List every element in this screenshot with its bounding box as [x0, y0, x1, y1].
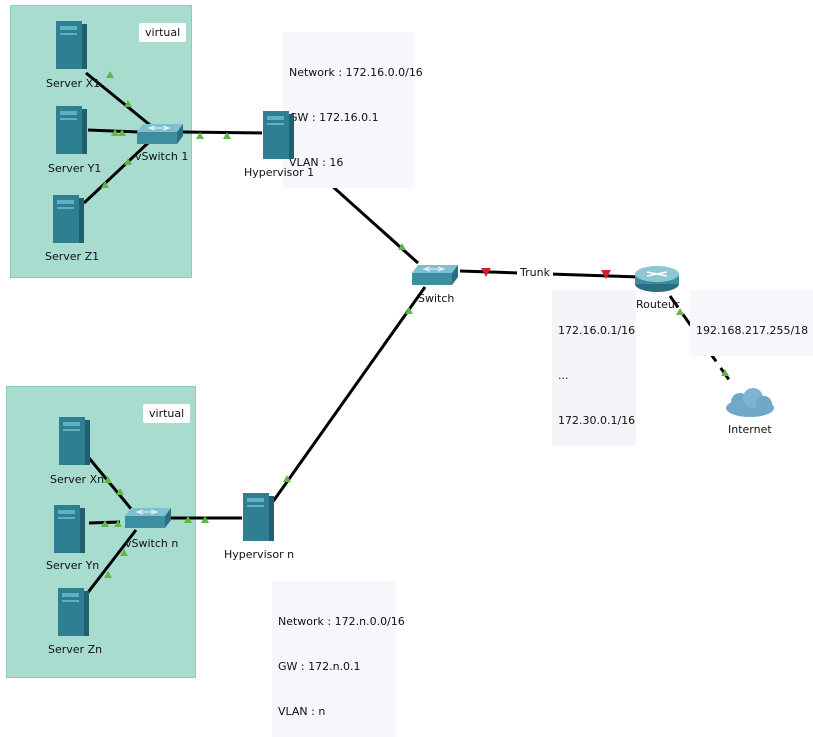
trunk-label: Trunk [517, 266, 553, 279]
server-icon [243, 493, 274, 541]
trunk-ip-range: 172.16.0.1/16 ... 172.30.0.1/16 [552, 290, 636, 446]
server-yn-label: Server Yn [46, 559, 100, 572]
link-down-marker [601, 270, 611, 279]
hypervisor-1-label: Hypervisor 1 [244, 166, 315, 179]
server-z1-label: Server Z1 [45, 250, 100, 263]
link-up-marker [721, 369, 729, 376]
server-y1[interactable] [55, 105, 87, 158]
router-icon [635, 266, 679, 292]
server-icon [58, 588, 89, 636]
server-xn-label: Server Xn [50, 473, 105, 486]
hypervisor-n-label: Hypervisor n [224, 548, 295, 561]
link-vswitch1-hyp1 [181, 130, 263, 135]
link-zn-vswitchn [84, 529, 138, 596]
server-x1[interactable] [55, 20, 87, 73]
switch-icon [125, 508, 171, 528]
hypervisor-1[interactable] [262, 110, 294, 163]
link-up-marker [114, 520, 122, 527]
network-info-n: Network : 172.n.0.0/16 GW : 172.n.0.1 VL… [272, 581, 405, 737]
router-ip-note: 192.168.217.255/18 [690, 290, 813, 356]
link-up-marker [405, 307, 413, 314]
server-icon [59, 417, 90, 465]
router-label: Routeur [636, 298, 680, 311]
link-up-marker [223, 132, 231, 139]
internet-cloud[interactable] [724, 388, 776, 421]
server-icon [53, 195, 84, 243]
hypervisor-n[interactable] [242, 492, 274, 545]
link-up-marker [118, 129, 126, 136]
switch-label: Switch [418, 292, 455, 305]
link-up-marker [124, 158, 132, 165]
router[interactable] [633, 262, 681, 297]
link-up-marker [111, 129, 119, 136]
link-up-marker [124, 100, 132, 107]
server-icon [263, 111, 294, 159]
virtual-zone-top-label: virtual [139, 23, 187, 42]
trunk-ip-range-line: ... [558, 369, 569, 382]
server-icon [56, 21, 87, 69]
link-down-marker [481, 268, 491, 277]
vswitch-1-label: vSwitch 1 [135, 150, 189, 163]
vswitch-1[interactable] [135, 122, 185, 149]
link-up-marker [283, 475, 291, 482]
link-up-marker [101, 520, 109, 527]
network-info-1-line: VLAN : 16 [289, 156, 344, 169]
link-up-marker [101, 181, 109, 188]
server-icon [56, 106, 87, 154]
link-up-marker [184, 516, 192, 523]
trunk-ip-range-line: 172.30.0.1/16 [558, 414, 636, 427]
switch-icon [137, 124, 183, 144]
server-z1[interactable] [52, 194, 84, 247]
virtual-zone-bottom-label: virtual [143, 404, 191, 423]
link-y1-vswitch1 [87, 128, 139, 134]
link-up-marker [196, 132, 204, 139]
link-switch-hypn [270, 286, 427, 504]
network-info-1-line: Network : 172.16.0.0/16 [289, 66, 423, 79]
trunk-ip-range-line: 172.16.0.1/16 [558, 324, 636, 337]
server-icon [54, 505, 85, 553]
link-x1-vswitch1 [85, 71, 151, 127]
vswitch-n-label: vSwitch n [125, 537, 179, 550]
vswitch-n[interactable] [123, 506, 173, 533]
server-zn-label: Server Zn [48, 643, 103, 656]
server-xn[interactable] [58, 416, 90, 469]
link-up-marker [116, 488, 124, 495]
network-info-1: Network : 172.16.0.0/16 GW : 172.16.0.1 … [283, 32, 423, 188]
server-yn[interactable] [53, 504, 85, 557]
network-info-n-line: GW : 172.n.0.1 [278, 660, 361, 673]
server-x1-label: Server X1 [46, 77, 101, 90]
link-up-marker [398, 243, 406, 250]
link-up-marker [120, 549, 128, 556]
network-info-1-line: GW : 172.16.0.1 [289, 111, 379, 124]
link-xn-vswitchn [87, 457, 134, 511]
link-up-marker [201, 516, 209, 523]
switch[interactable] [410, 263, 460, 290]
link-up-marker [676, 308, 684, 315]
link-up-marker [104, 476, 112, 483]
link-up-marker [106, 71, 114, 78]
switch-icon [412, 265, 458, 285]
virtual-zone-bottom [6, 386, 196, 678]
internet-label: Internet [728, 423, 772, 436]
network-info-n-line: Network : 172.n.0.0/16 [278, 615, 405, 628]
link-up-marker [104, 571, 112, 578]
network-info-n-line: VLAN : n [278, 705, 326, 718]
server-zn[interactable] [57, 587, 89, 640]
cloud-icon [726, 388, 774, 417]
router-ip-line: 192.168.217.255/18 [696, 324, 809, 337]
link-z1-vswitch1 [82, 141, 150, 205]
server-y1-label: Server Y1 [48, 162, 102, 175]
